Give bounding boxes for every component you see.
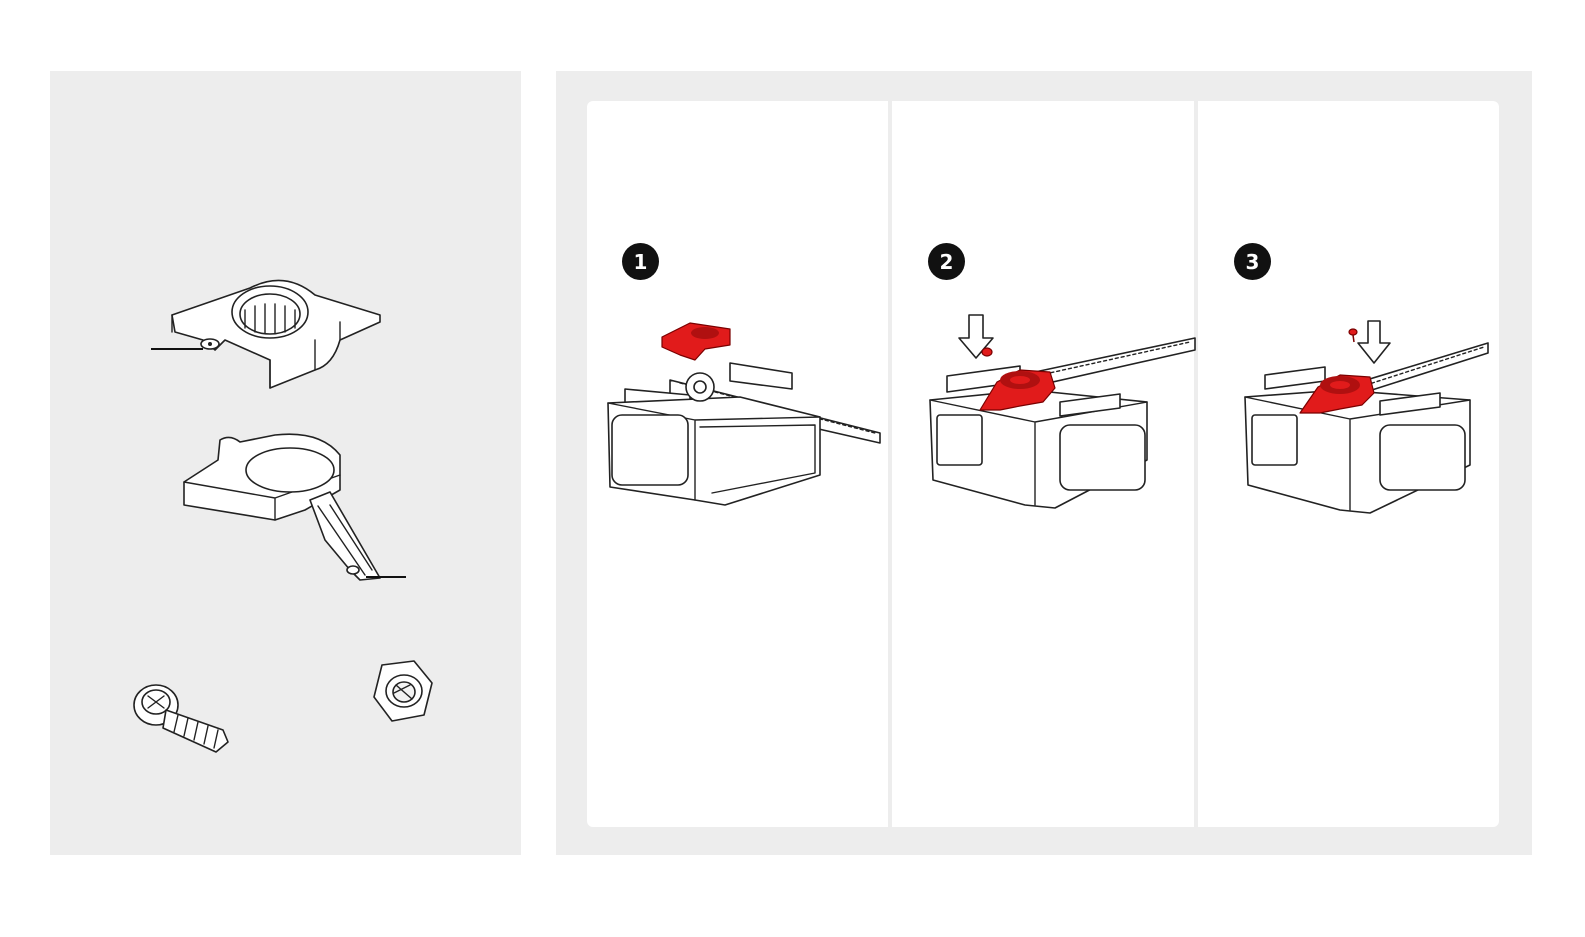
- garage-door-opener-icon: [600, 315, 885, 515]
- nut-icon: [362, 655, 442, 735]
- step-number-3: 3: [1234, 243, 1271, 280]
- step-number-1: 1: [622, 243, 659, 280]
- step-number-2: 2: [928, 243, 965, 280]
- garage-door-opener-icon: [1240, 315, 1490, 520]
- sprocket-cover-top-icon: [145, 270, 390, 400]
- sprocket-cover-bottom-icon: [180, 430, 410, 590]
- step-divider: [888, 101, 892, 827]
- screw-icon: [128, 680, 238, 780]
- garage-door-opener-icon: [925, 310, 1200, 520]
